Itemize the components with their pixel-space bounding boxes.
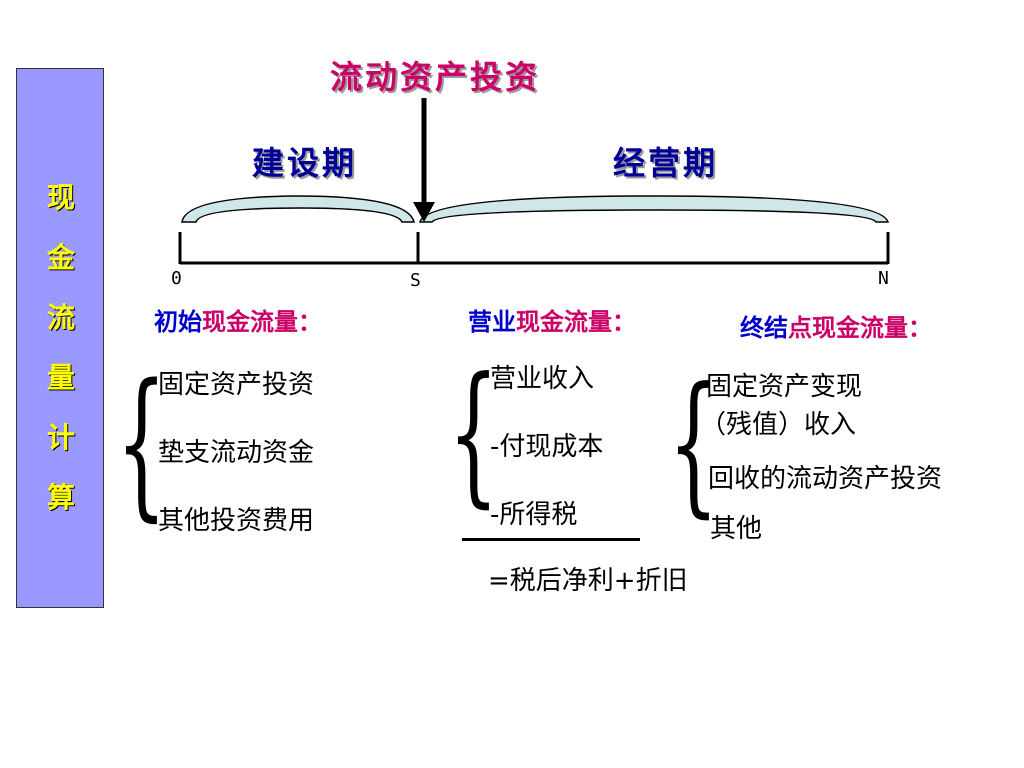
heading-part: 终结	[740, 314, 788, 342]
operation-phase-label: 经营期	[613, 144, 719, 182]
current-asset-investment-title: 流动资产投资	[330, 58, 541, 96]
operating-cash-flow-heading: 营业现金流量：	[468, 302, 636, 337]
terminal-cash-flow-heading: 终结点现金流量：	[740, 308, 932, 343]
construction-phase-label: 建设期	[252, 144, 358, 182]
side-title: 现 金 流 量 计 算	[17, 173, 105, 523]
timeline-diagram	[178, 98, 890, 265]
side-title-char: 量	[46, 361, 75, 394]
initial-item: 其他投资费用	[158, 506, 315, 536]
side-title-char: 流	[46, 301, 75, 334]
heading-part: 初始	[154, 308, 202, 336]
initial-item: 垫支流动资金	[158, 438, 315, 468]
side-title-char: 算	[46, 481, 75, 514]
terminal-item: 固定资产变现	[706, 372, 863, 402]
operating-item: -所得税	[490, 500, 578, 530]
side-title-char: 现	[46, 181, 75, 214]
sum-line	[462, 538, 640, 541]
tick-label-end: N	[878, 268, 889, 289]
terminal-brace: {	[668, 355, 719, 532]
terminal-item: 其他	[710, 514, 763, 544]
initial-brace: {	[116, 350, 167, 536]
operating-item: 营业收入	[490, 364, 595, 394]
heading-part: 现金流量：	[516, 308, 636, 336]
side-title-char: 计	[46, 421, 75, 454]
initial-cash-flow-heading: 初始现金流量：	[154, 302, 322, 337]
terminal-item: （残值）收入	[700, 410, 857, 440]
heading-part: 点现金流量：	[788, 314, 932, 342]
heading-part: 现金流量：	[202, 308, 322, 336]
initial-item: 固定资产投资	[158, 370, 315, 400]
tick-label-start: 0	[171, 268, 182, 289]
operating-item: -付现成本	[490, 432, 604, 462]
construction-phase-arc	[181, 195, 415, 223]
tick-label-middle: S	[410, 270, 421, 291]
operation-phase-arc	[418, 195, 890, 223]
side-title-box: 现 金 流 量 计 算	[16, 68, 104, 608]
operating-brace: {	[448, 345, 499, 522]
side-title-char: 金	[46, 241, 75, 274]
heading-part: 营业	[468, 308, 516, 336]
investment-arrow-head	[413, 202, 435, 222]
operating-result: =税后净利+折旧	[488, 566, 688, 596]
terminal-item: 回收的流动资产投资	[708, 464, 943, 494]
